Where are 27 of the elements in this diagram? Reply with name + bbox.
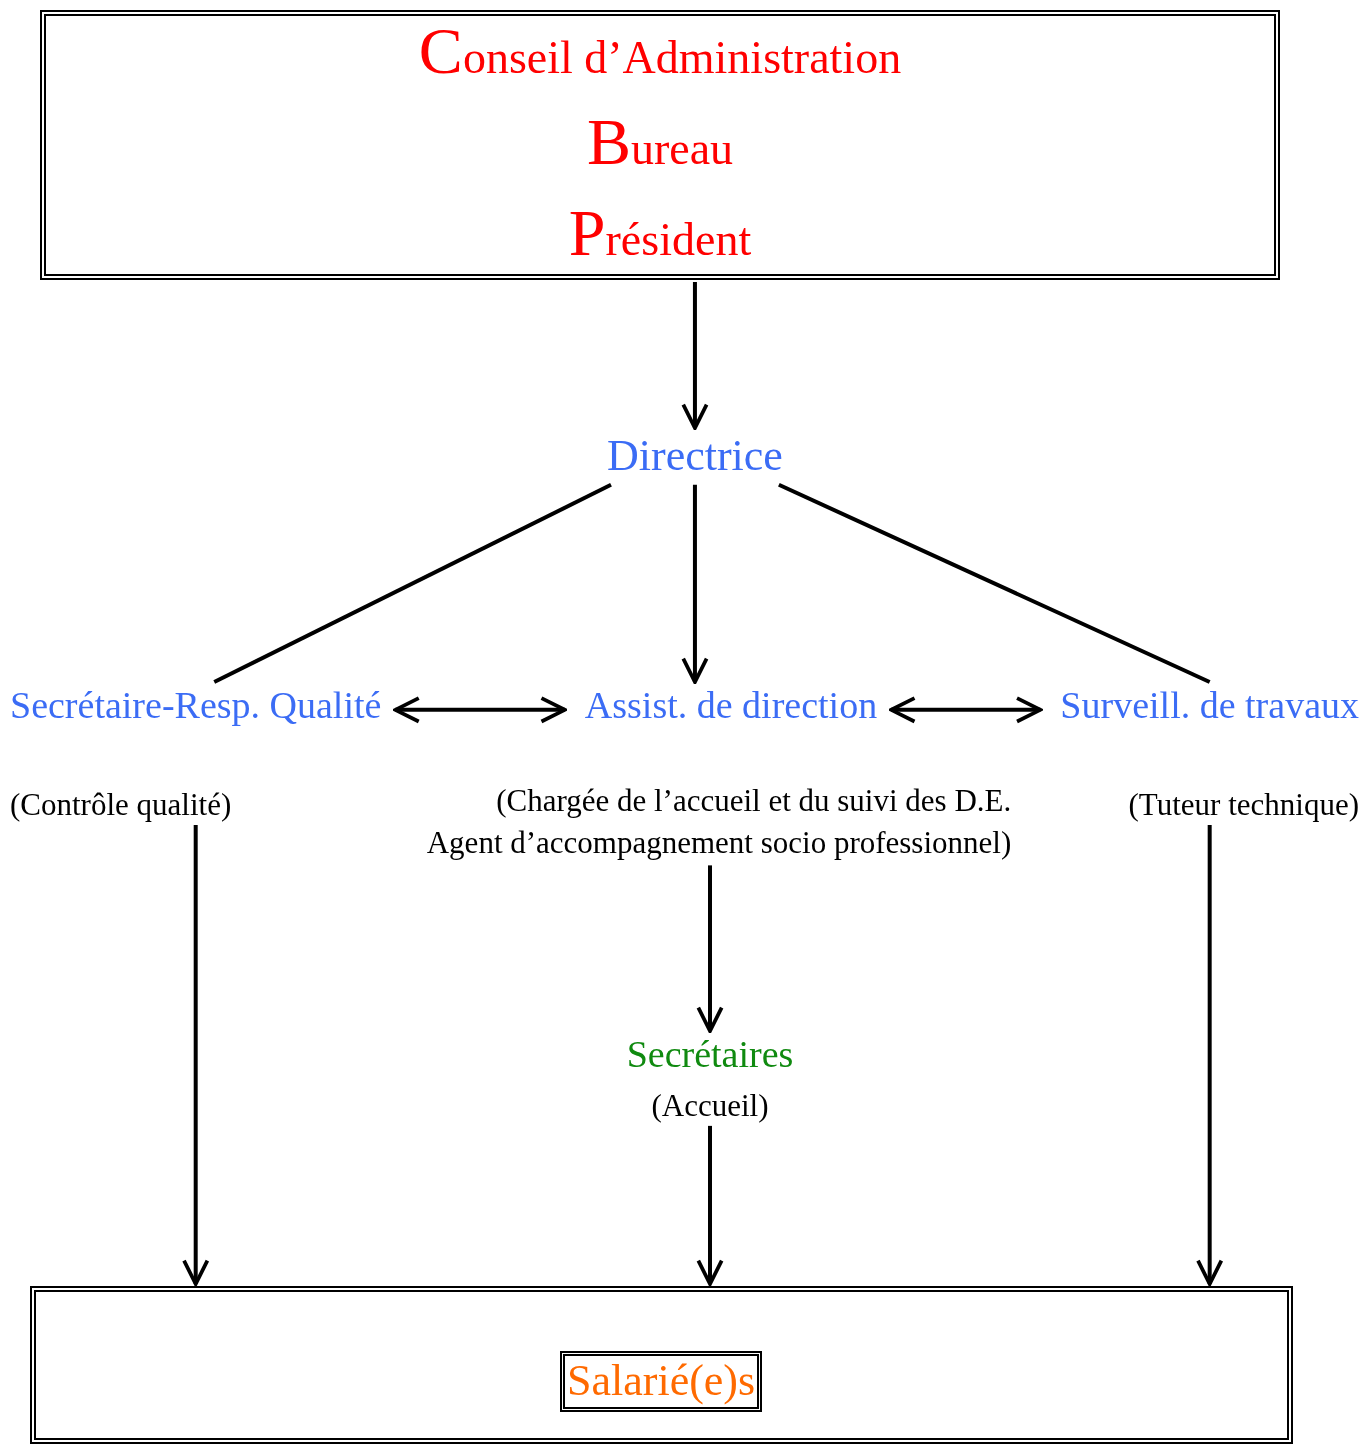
role-name: Assist. de direction	[584, 684, 878, 728]
connector-line	[213, 483, 612, 684]
arrow	[696, 1125, 724, 1286]
role-name: Conseil d’Administration	[418, 12, 902, 89]
role-name: Secrétaires	[626, 1033, 794, 1077]
arrow	[889, 696, 1043, 724]
role-description: (Contrôle qualité)	[10, 785, 232, 823]
board-box	[40, 10, 1280, 280]
arrow	[393, 696, 567, 724]
role-description: Agent d’accompagnement socio professionnel)	[426, 823, 1012, 862]
connector-line	[778, 483, 1211, 684]
arrow	[696, 865, 724, 1033]
role-description: (Accueil)	[651, 1086, 769, 1124]
role-description: (Chargée de l’accueil et du suivi des D.E.	[496, 781, 1012, 820]
arrow	[1196, 824, 1224, 1286]
arrow	[681, 282, 709, 430]
staff-box	[30, 1286, 1293, 1444]
role-description: (Tuteur technique)	[1128, 785, 1359, 823]
role-name: Secrétaire-Resp. Qualité	[10, 684, 382, 728]
staff-label-box	[560, 1351, 763, 1412]
role-name: Directrice	[607, 430, 783, 482]
arrow	[681, 484, 709, 684]
role-name: Bureau	[586, 103, 734, 180]
arrow	[182, 824, 210, 1286]
role-name: Surveill. de travaux	[1060, 684, 1359, 728]
role-name: Salarié(e)s	[567, 1356, 756, 1407]
role-name: Président	[568, 194, 752, 271]
